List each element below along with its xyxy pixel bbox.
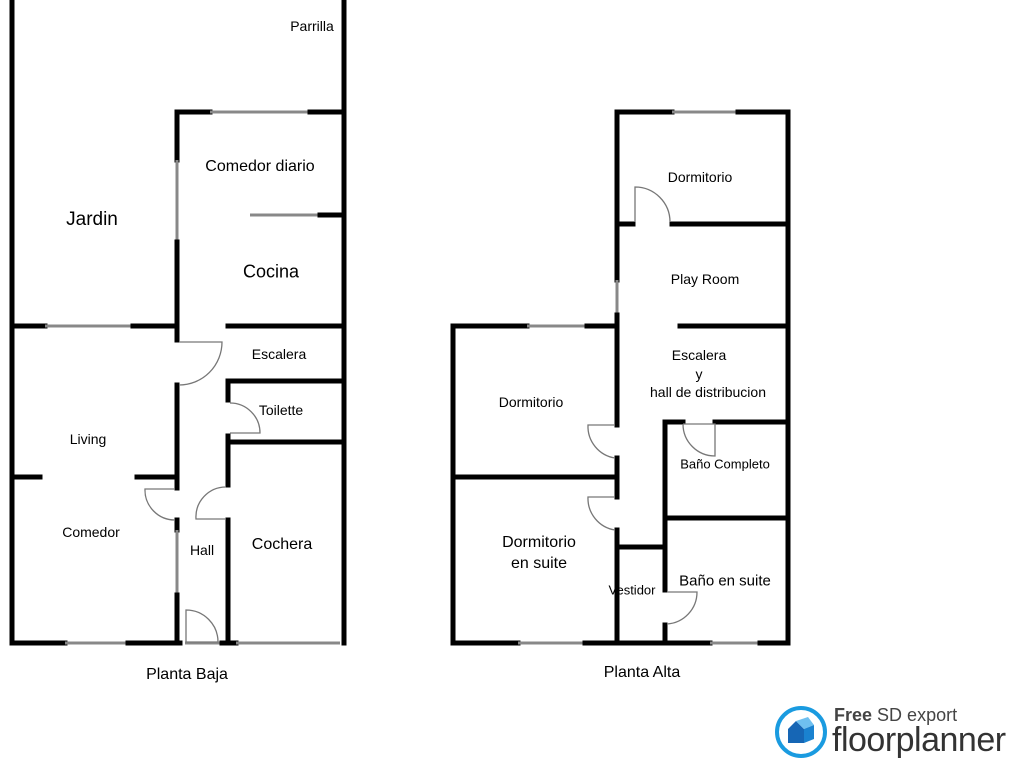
room-label-comedor-diario: Comedor diario xyxy=(205,157,315,175)
room-label-dormitorio-left: Dormitorio xyxy=(498,393,564,410)
room-label-dormitorio-suite-line2: en suite xyxy=(510,554,568,572)
room-label-escalera-line1: Escalera xyxy=(671,346,727,363)
room-label-escalera-line3: hall de distribucion xyxy=(650,383,766,400)
ground-floor-doors xyxy=(144,341,261,643)
upper-floor-walls xyxy=(450,109,791,646)
room-label-comedor: Comedor xyxy=(62,523,120,540)
room-label-dormitorio-suite-line1: Dormitorio xyxy=(502,533,576,551)
room-label-cocina: Cocina xyxy=(242,261,300,282)
room-label-parrilla: Parrilla xyxy=(290,17,334,34)
room-label-cochera: Cochera xyxy=(251,535,313,553)
room-label-bano-suite: Baño en suite xyxy=(679,572,771,590)
room-label-escalera: Escalera xyxy=(251,345,307,362)
floor-title-planta-baja: Planta Baja xyxy=(146,665,228,683)
room-label-living: Living xyxy=(69,430,107,447)
room-label-escalera-line2: y xyxy=(695,365,703,382)
room-label-dormitorio-top: Dormitorio xyxy=(667,168,733,185)
room-label-toilette: Toilette xyxy=(258,401,304,418)
logo-free-text: Free xyxy=(834,705,873,725)
room-label-vestidor: Vestidor xyxy=(608,582,656,598)
room-label-play-room: Play Room xyxy=(670,270,740,287)
room-label-hall: Hall xyxy=(189,541,215,558)
room-label-jardin: Jardin xyxy=(66,209,118,231)
ground-floor-walls xyxy=(9,0,347,646)
logo-brand-text: floorplanner xyxy=(832,721,1006,759)
logo-export-text: SD export xyxy=(877,705,958,725)
floor-title-planta-alta: Planta Alta xyxy=(603,663,681,681)
floorplanner-logo: Free SD export floorplanner xyxy=(774,703,1024,763)
room-label-bano-completo: Baño Completo xyxy=(680,456,770,472)
upper-floor-doors xyxy=(587,186,716,625)
floorplanner-house-icon xyxy=(775,706,827,758)
